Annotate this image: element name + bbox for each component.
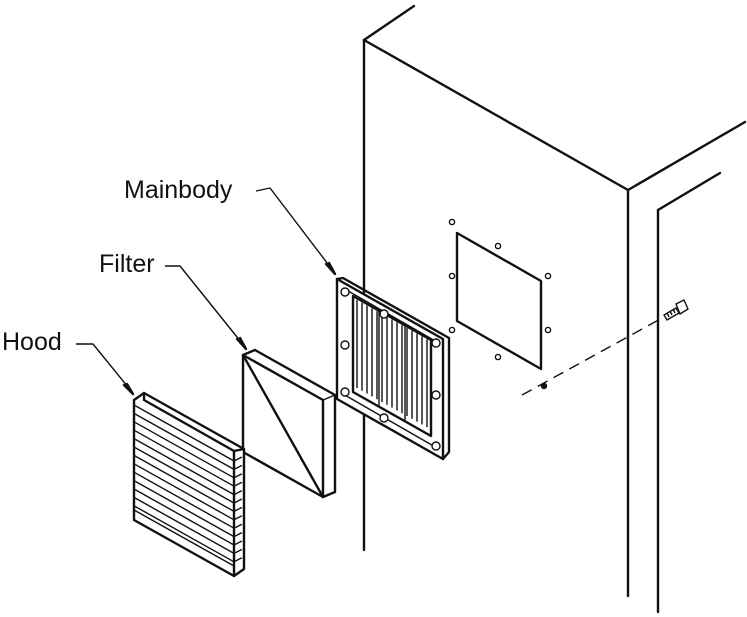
hood-bottom-rail <box>133 509 235 567</box>
mounting-cutout <box>448 218 552 390</box>
screw-icon <box>663 299 689 321</box>
mainbody-screw-icon <box>431 441 441 451</box>
hood-top-lip <box>142 391 246 453</box>
mainbody-screw-icon <box>431 390 441 400</box>
cabinet-door-top-edge <box>656 171 722 212</box>
mounting-hole <box>544 272 552 280</box>
mounting-holes <box>448 218 552 390</box>
mounting-hole <box>448 326 456 334</box>
cabinet-top-right-edge <box>626 120 747 192</box>
mainbody-screw-icon <box>340 387 350 397</box>
mounting-hole <box>448 218 456 226</box>
mainbody-grille-opening <box>351 294 433 438</box>
mainbody-screw-icon <box>431 338 441 348</box>
mainbody-screw-icon <box>340 287 350 297</box>
hood-body <box>132 391 246 578</box>
leader-lines <box>76 187 337 396</box>
mainbody-screw-icon <box>340 340 350 350</box>
mainbody-leader-line <box>255 187 335 273</box>
mainbody-screw-icon <box>379 413 389 423</box>
panel-cutout <box>455 231 543 371</box>
cabinet <box>362 4 747 614</box>
filter-foam-face <box>241 353 325 499</box>
fastener <box>521 299 689 396</box>
mainbody-leader-arrow-icon <box>324 261 337 276</box>
mounting-hole <box>448 272 456 280</box>
mainbody-frame-rails <box>342 287 438 449</box>
hood-leader-line <box>76 343 133 393</box>
label-mainbody: Mainbody <box>124 176 233 204</box>
hood-part <box>132 391 246 578</box>
screw-axis-dashed-line <box>521 316 665 396</box>
filter-edge <box>322 394 336 401</box>
hood-leader-arrow-icon <box>122 382 135 396</box>
mainbody-grille-dividers <box>378 311 406 421</box>
mounting-hole <box>494 242 502 250</box>
mainbody-screw-icon <box>379 309 389 319</box>
filter-part <box>241 348 337 499</box>
mainbody-frame-depth <box>335 276 451 461</box>
cabinet-top-front-edge <box>362 38 630 192</box>
label-filter: Filter <box>99 250 155 278</box>
mainbody-part <box>335 276 451 461</box>
label-hood: Hood <box>2 328 62 356</box>
cabinet-top-left-edge <box>362 4 416 42</box>
mainbody-screws <box>340 287 441 451</box>
mainbody-louver-slats <box>356 300 428 428</box>
mounting-hole <box>494 353 502 361</box>
filter-depth <box>241 348 337 499</box>
mounting-hole <box>544 326 552 334</box>
filter-leader-arrow-icon <box>235 336 248 351</box>
filter-leader-line <box>165 265 246 348</box>
